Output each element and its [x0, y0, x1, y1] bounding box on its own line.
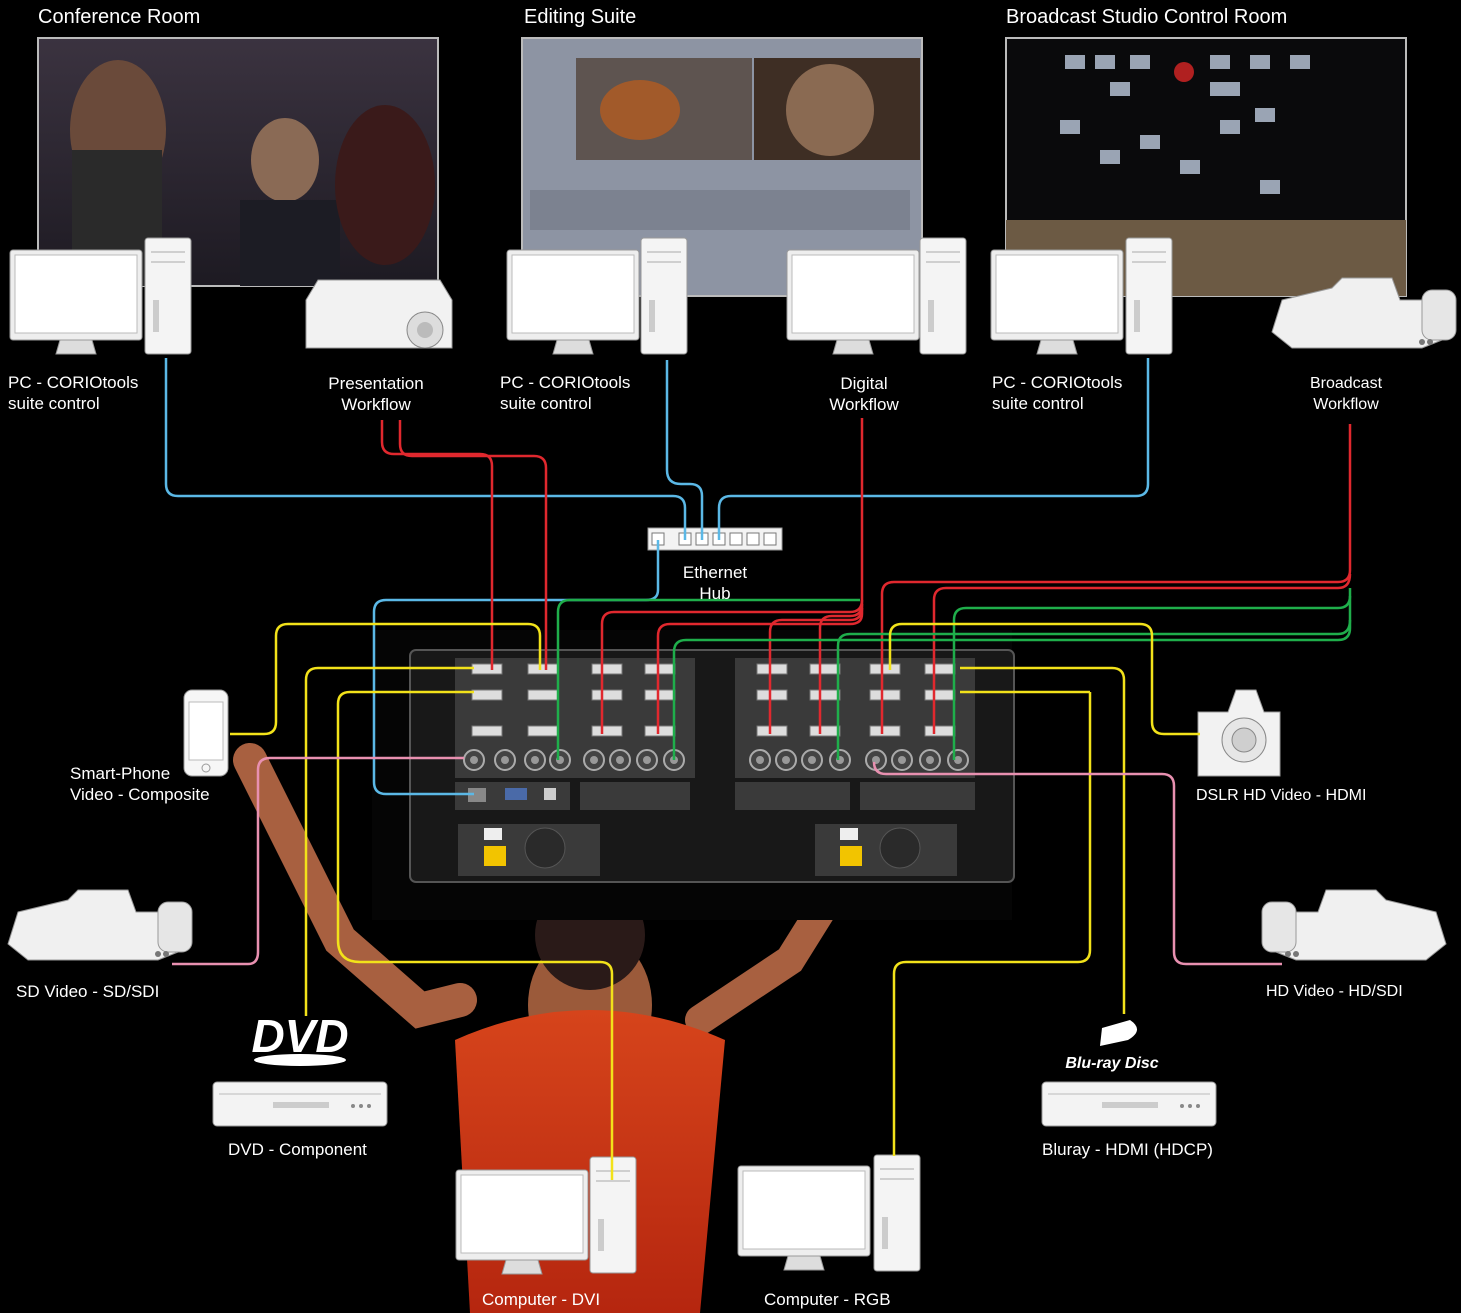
hub-label-line2: Hub	[699, 584, 731, 603]
editing-suite-title: Editing Suite	[524, 6, 637, 28]
bluray-logo: Blu-ray Disc	[1065, 1020, 1159, 1072]
pc1-label-line2: suite control	[8, 394, 100, 413]
ethernet-hub-label: Ethernet Hub	[665, 562, 765, 604]
sd-camera-icon	[7, 889, 193, 961]
pc3-monitor-icon	[990, 249, 1124, 355]
svg-text:DVD: DVD	[251, 1010, 348, 1062]
pc2-tower-icon	[640, 237, 688, 355]
computer-rgb-label: Computer - RGB	[764, 1290, 891, 1309]
broadcast-room-title: Broadcast Studio Control Room	[1006, 6, 1288, 28]
dslr-camera-icon	[1197, 689, 1281, 777]
yellow-cables	[230, 622, 1200, 1180]
dslr-label: DSLR HD Video - HDMI	[1196, 787, 1367, 804]
pc2-monitor-icon	[506, 249, 640, 355]
digital-label-line1: Digital	[840, 374, 888, 393]
broadcast-wf-label-line1: Broadcast	[1309, 375, 1383, 392]
red-cables	[380, 418, 1352, 734]
digital-workflow-monitor-icon	[786, 249, 920, 355]
conference-room-photo	[37, 37, 439, 287]
pc2-label: PC - CORIOtools suite control	[500, 372, 630, 414]
pc1-label: PC - CORIOtools suite control	[8, 372, 138, 414]
pink-cables	[172, 756, 1282, 966]
broadcast-wf-label-line2: Workflow	[1313, 396, 1379, 413]
ethernet-hub-icon	[647, 527, 783, 551]
green-cables	[556, 588, 1352, 760]
sd-video-label: SD Video - SD/SDI	[16, 982, 160, 1001]
smartphone-label-line2: Video - Composite	[70, 785, 210, 804]
pc1-label-line1: PC - CORIOtools	[8, 373, 139, 392]
smartphone-icon	[183, 689, 229, 777]
ethernet-cables	[164, 358, 1150, 796]
digital-workflow-tower-icon	[919, 237, 967, 355]
smartphone-label-line1: Smart-Phone	[70, 764, 171, 783]
hub-label-line1: Ethernet	[682, 563, 748, 582]
bluray-label: Bluray - HDMI (HDCP)	[1042, 1140, 1213, 1159]
smartphone-label: Smart-Phone Video - Composite	[70, 763, 210, 805]
pc2-label-line1: PC - CORIOtools	[500, 373, 631, 392]
computer-rgb-tower-icon	[873, 1154, 921, 1272]
pc3-tower-icon	[1125, 237, 1173, 355]
bluray-player-icon	[1041, 1081, 1217, 1127]
broadcast-workflow-label: Broadcast Workflow	[1296, 373, 1396, 415]
digital-workflow-label: Digital Workflow	[814, 373, 914, 415]
computer-rgb-monitor-icon	[737, 1165, 871, 1271]
hd-video-label: HD Video - HD/SDI	[1266, 983, 1403, 1000]
digital-label-line2: Workflow	[829, 395, 899, 414]
conference-room-title: Conference Room	[38, 6, 201, 28]
pc3-label-line1: PC - CORIOtools	[992, 373, 1123, 392]
pc1-tower-icon	[144, 237, 192, 355]
dvd-logo: DVD	[251, 1010, 349, 1066]
computer-dvi-label: Computer - DVI	[482, 1290, 601, 1309]
hd-camera-icon	[1261, 889, 1447, 961]
projector-icon	[305, 279, 453, 349]
presentation-workflow-label: Presentation Workflow	[316, 373, 436, 415]
dvd-label: DVD - Component	[228, 1140, 367, 1159]
presentation-label-line2: Workflow	[341, 395, 411, 414]
pc3-label-line2: suite control	[992, 394, 1084, 413]
pc3-label: PC - CORIOtools suite control	[992, 372, 1122, 414]
pc2-label-line2: suite control	[500, 394, 592, 413]
svg-text:Blu-ray Disc: Blu-ray Disc	[1065, 1055, 1158, 1072]
presentation-label-line1: Presentation	[328, 374, 424, 393]
dvd-player-icon	[212, 1081, 388, 1127]
pc1-monitor-icon	[9, 249, 143, 355]
computer-dvi-monitor-icon	[455, 1169, 589, 1275]
